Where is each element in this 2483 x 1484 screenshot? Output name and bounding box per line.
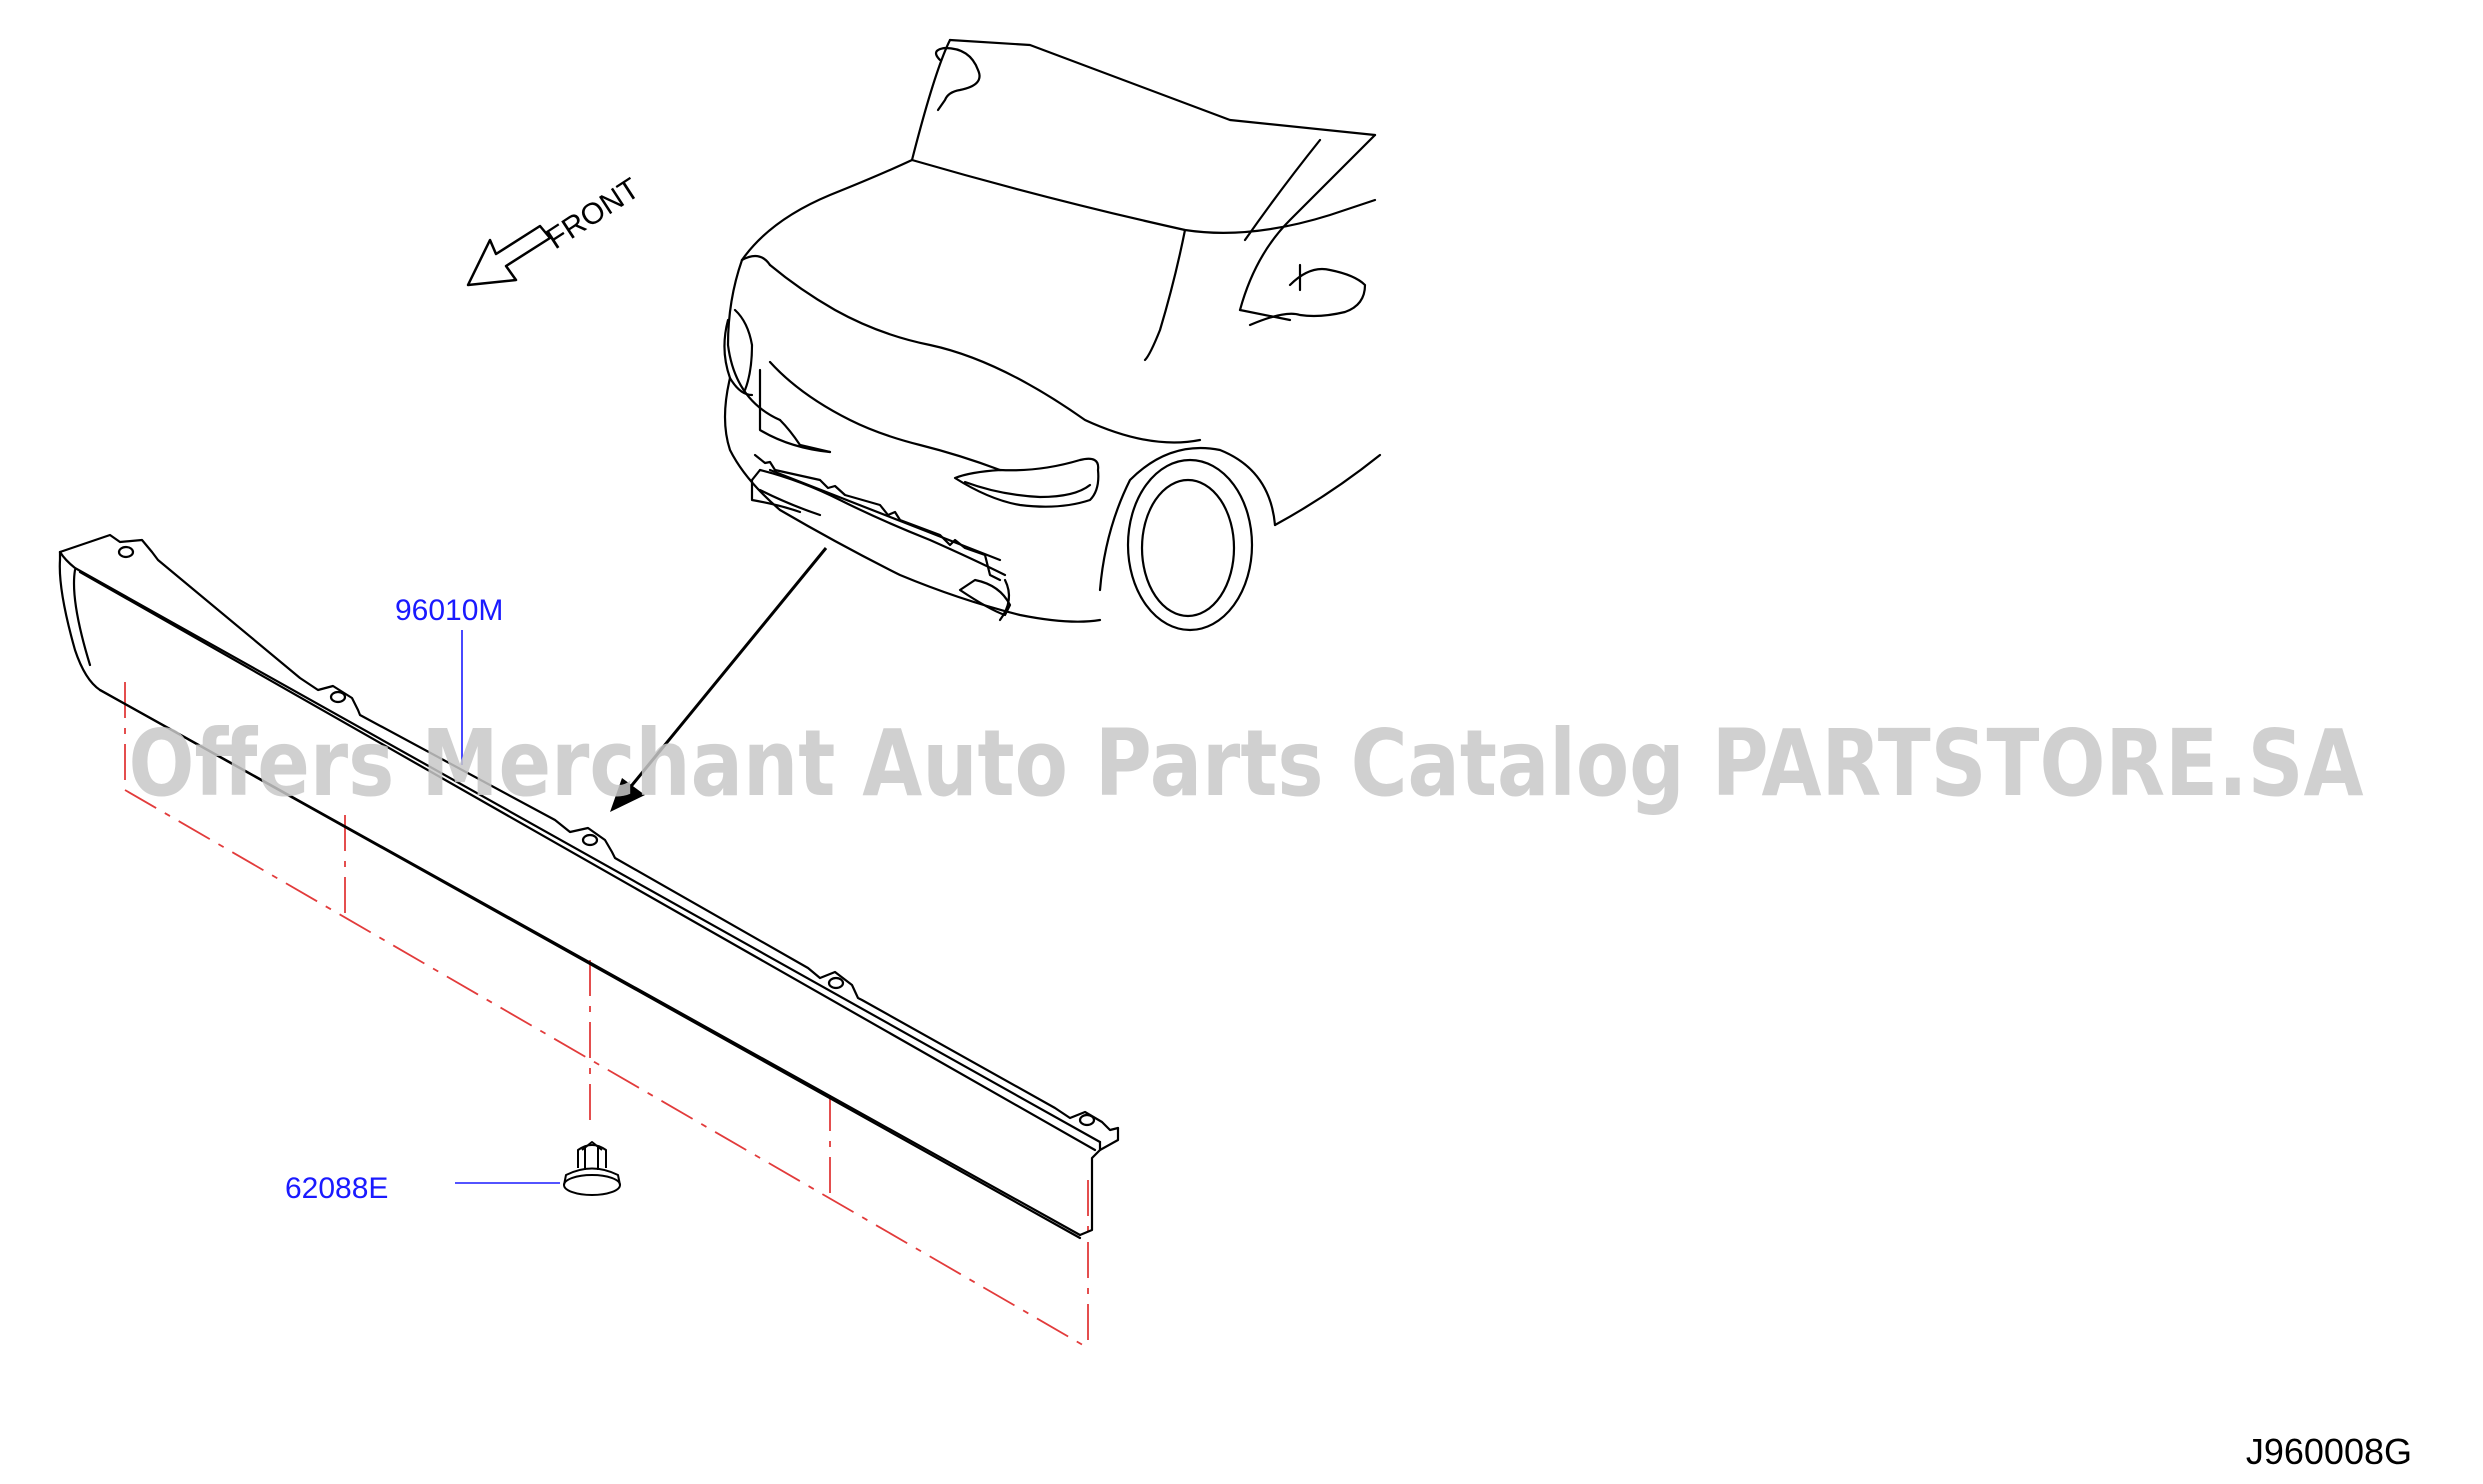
locator-arrow (610, 547, 828, 812)
figure-code: J960008G (2246, 1431, 2412, 1472)
part-96010M-drawing (58, 533, 1120, 1240)
watermark: Offers Merchant Auto Parts Catalog PARTS… (129, 710, 2364, 817)
part-label-62088E[interactable]: 62088E (285, 1172, 388, 1205)
assembly-extension-lines (124, 682, 1089, 1349)
arrowhead-icon (610, 778, 645, 812)
leader-lines (455, 630, 560, 1184)
part-62088E-drawing (563, 1141, 621, 1196)
front-arrow-icon (466, 224, 552, 287)
front-direction-indicator: FRONT (466, 172, 646, 287)
car-illustration (723, 38, 1382, 632)
front-label: FRONT (541, 172, 646, 256)
part-label-96010M[interactable]: 96010M (395, 594, 503, 627)
